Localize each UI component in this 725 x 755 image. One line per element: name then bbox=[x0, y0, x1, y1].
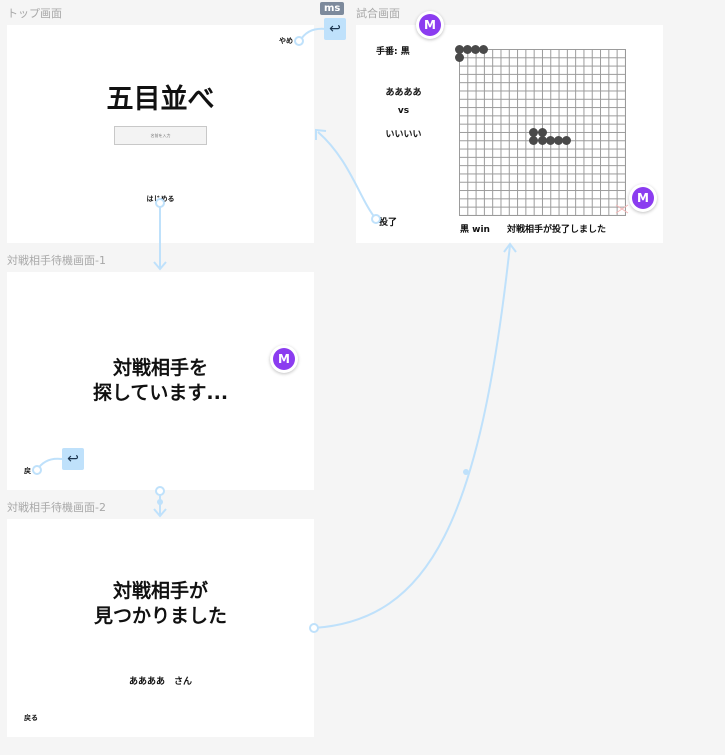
black-stone bbox=[545, 135, 555, 145]
back-icon[interactable]: ↩ bbox=[324, 18, 346, 40]
black-stone bbox=[454, 52, 464, 62]
quit-button[interactable]: やめ bbox=[279, 37, 293, 45]
frame-match[interactable]: 手番: 黒 ああああ vs いいいい 投了 黒 win 対戦相手が投了しました bbox=[356, 25, 663, 243]
black-stone bbox=[529, 135, 539, 145]
connector-to-match bbox=[313, 244, 511, 629]
black-stone bbox=[537, 127, 547, 137]
black-stone bbox=[454, 44, 464, 54]
found-message-line1: 対戦相手が bbox=[112, 580, 208, 602]
result-label: 黒 win bbox=[460, 225, 490, 235]
status-message: 対戦相手が投了しました bbox=[507, 225, 607, 235]
connector-arrowhead bbox=[153, 261, 167, 271]
connector-dot bbox=[157, 499, 163, 505]
frame-label-match[interactable]: 試合画面 bbox=[356, 7, 400, 20]
resign-button[interactable]: 投了 bbox=[379, 218, 398, 228]
back-icon[interactable]: ↩ bbox=[62, 448, 84, 470]
found-message-line2: 見つかりました bbox=[93, 605, 227, 627]
game-board[interactable] bbox=[454, 44, 626, 216]
collaborator-avatar[interactable]: M bbox=[270, 345, 298, 373]
black-stone bbox=[529, 127, 539, 137]
collaborator-avatar[interactable]: M bbox=[629, 184, 657, 212]
frame-waiting2[interactable]: 対戦相手が 見つかりました ああああ さん 戻る bbox=[7, 519, 314, 737]
collaborator-badge[interactable]: ms bbox=[320, 2, 345, 15]
player2-name: いいいい bbox=[385, 130, 422, 140]
black-stone bbox=[562, 135, 572, 145]
frame-label-waiting2[interactable]: 対戦相手待機画面-2 bbox=[7, 501, 106, 514]
back-button[interactable]: 戻 bbox=[24, 467, 31, 475]
avatar-initial: M bbox=[632, 187, 654, 209]
vs-label: vs bbox=[397, 106, 410, 116]
name-input[interactable]: 名前を入力 bbox=[114, 126, 207, 145]
back-button-2[interactable]: 戻る bbox=[24, 714, 38, 722]
opponent-name: ああああ さん bbox=[128, 677, 192, 687]
frame-label-waiting1[interactable]: 対戦相手待機画面-1 bbox=[7, 254, 106, 267]
black-stone bbox=[462, 44, 472, 54]
collaborator-avatar[interactable]: M bbox=[416, 11, 444, 39]
turn-label: 手番: 黒 bbox=[376, 47, 410, 57]
black-stone bbox=[554, 135, 564, 145]
player1-name: ああああ bbox=[385, 88, 422, 98]
connector-arrowhead bbox=[153, 508, 167, 518]
app-title: 五目並べ bbox=[106, 84, 215, 115]
frame-label-top[interactable]: トップ画面 bbox=[7, 7, 62, 20]
avatar-initial: M bbox=[273, 348, 295, 370]
frame-top[interactable]: やめ 五目並べ 名前を入力 はじめる bbox=[7, 25, 314, 243]
connector-dot bbox=[463, 469, 469, 475]
connector-arrowhead bbox=[315, 128, 327, 140]
avatar-initial: M bbox=[419, 14, 441, 36]
connector-arrowhead bbox=[503, 242, 517, 253]
frame-waiting1[interactable]: 対戦相手を 探しています... 戻 bbox=[7, 272, 314, 490]
black-stone bbox=[471, 44, 481, 54]
start-button[interactable]: はじめる bbox=[146, 195, 175, 203]
searching-message-line2: 探しています... bbox=[92, 382, 229, 404]
black-stone bbox=[537, 135, 547, 145]
searching-message-line1: 対戦相手を bbox=[112, 357, 208, 379]
black-stone bbox=[479, 44, 489, 54]
